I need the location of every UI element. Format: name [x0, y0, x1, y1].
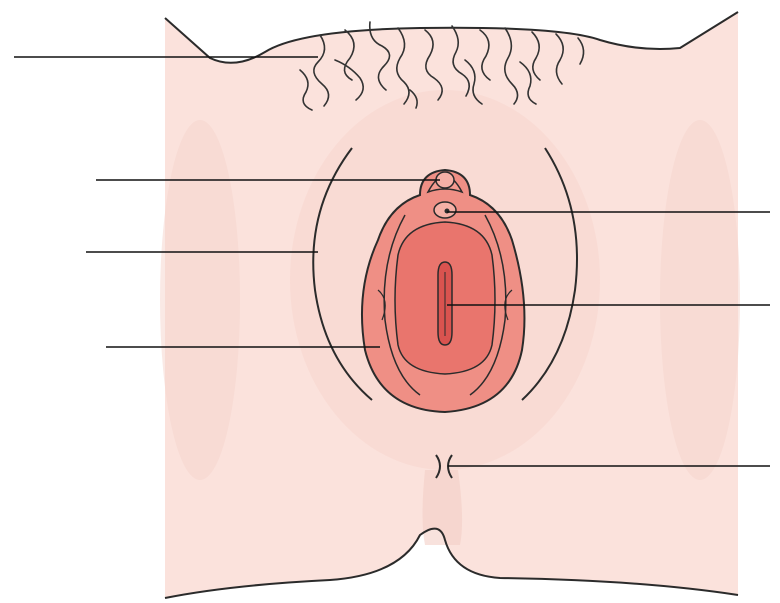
- skin-shade-right: [660, 120, 740, 480]
- skin-shade-left: [160, 120, 240, 480]
